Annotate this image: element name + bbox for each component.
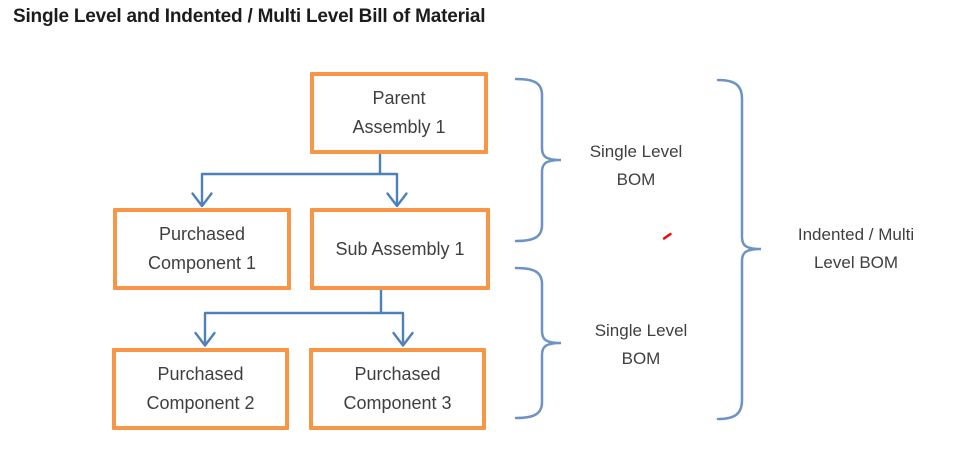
arrowhead-purchased2-icon xyxy=(194,331,216,347)
single-level-top-brace xyxy=(514,77,562,243)
single-level-bom-label-bottom-line1: Single Level xyxy=(594,321,688,340)
indented-multi-level-bom-label-line1: Indented / Multi xyxy=(797,225,915,244)
single-level-bom-label-top-line2: BOM xyxy=(616,170,656,189)
purchased-component-1-label-line1: Purchased xyxy=(158,224,246,244)
single-level-bom-label-bottom-line2: BOM xyxy=(621,349,661,368)
parent-assembly-label-line1: Parent xyxy=(372,88,426,108)
arrowhead-purchased3-icon xyxy=(392,331,414,347)
parent-to-children-connector xyxy=(200,152,399,205)
sub-to-children-connector xyxy=(203,288,405,344)
single-level-bottom-brace xyxy=(514,266,562,420)
red-mark xyxy=(662,232,672,240)
single-level-bom-label-top-line1: Single Level xyxy=(589,142,683,161)
purchased-component-2-box: Purchased Component 2 xyxy=(112,348,289,430)
single-level-bom-label-bottom: Single Level BOM xyxy=(561,317,721,373)
purchased-component-2-label-line2: Component 2 xyxy=(146,393,255,413)
purchased-component-3-label-line2: Component 3 xyxy=(343,393,452,413)
sub-assembly-label-line1: Sub Assembly 1 xyxy=(335,238,465,259)
parent-assembly-label-line2: Assembly 1 xyxy=(352,117,446,137)
indented-multi-level-bom-label: Indented / Multi Level BOM xyxy=(774,221,938,277)
arrowhead-purchased1-icon xyxy=(191,192,213,208)
parent-assembly-box: Parent Assembly 1 xyxy=(310,72,488,154)
purchased-component-2-label-line1: Purchased xyxy=(157,364,244,384)
purchased-component-1-label-line2: Component 1 xyxy=(147,253,257,273)
sub-assembly-box: Sub Assembly 1 xyxy=(310,208,490,290)
purchased-component-3-label-line1: Purchased xyxy=(354,364,441,384)
diagram-title: Single Level and Indented / Multi Level … xyxy=(13,6,486,27)
indented-multi-level-bom-label-line2: Level BOM xyxy=(813,253,899,272)
purchased-component-3-box: Purchased Component 3 xyxy=(309,348,486,430)
multi-level-brace xyxy=(716,78,762,421)
arrowhead-sub-assembly-icon xyxy=(386,192,408,208)
purchased-component-1-box: Purchased Component 1 xyxy=(113,208,291,290)
single-level-bom-label-top: Single Level BOM xyxy=(556,138,716,194)
